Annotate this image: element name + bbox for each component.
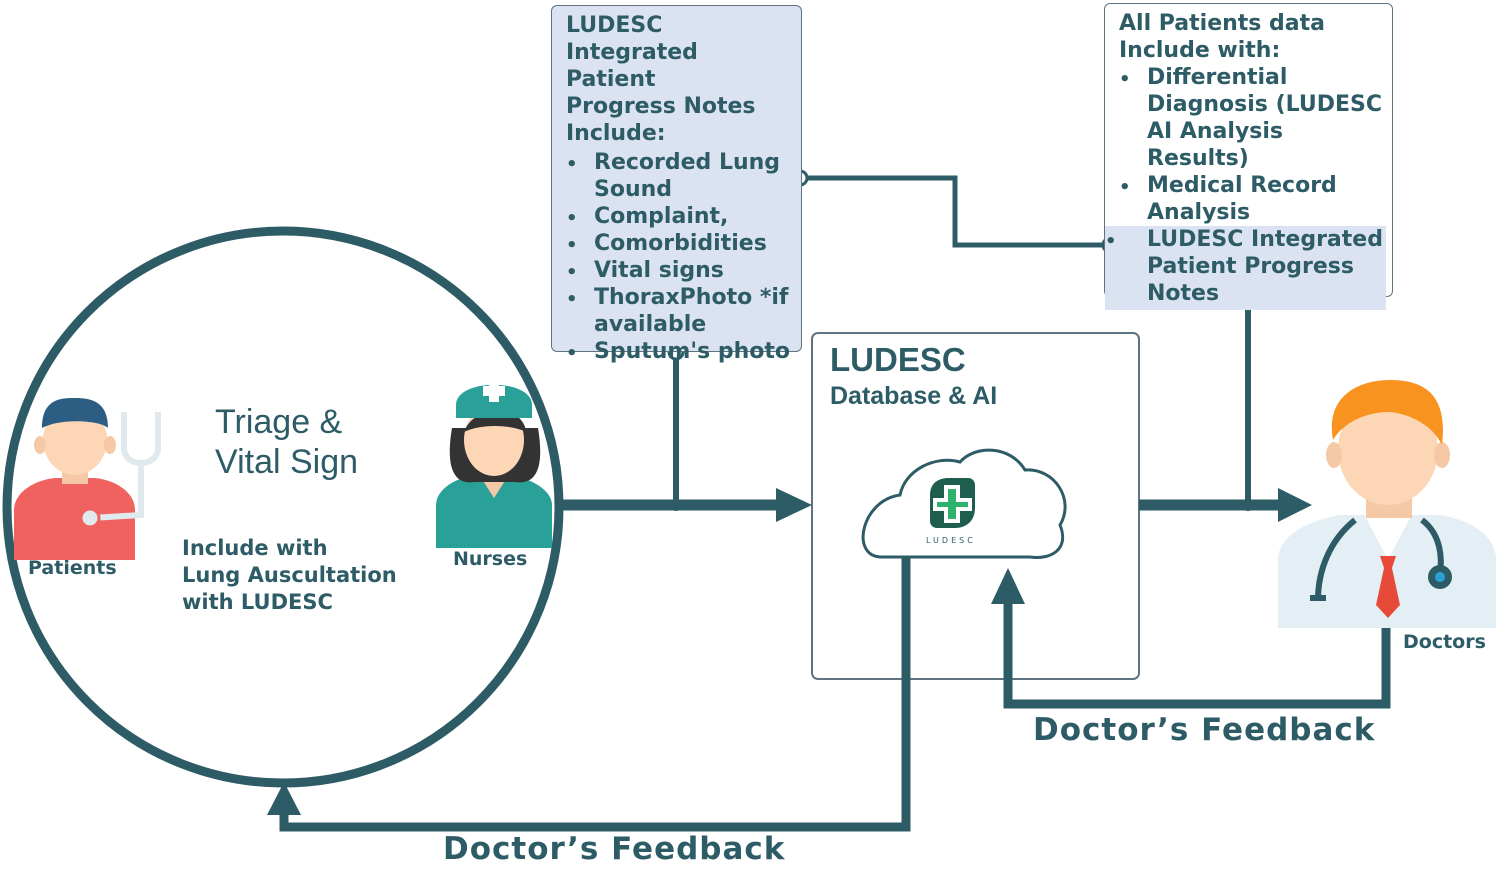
list-item: LUDESC Integrated Patient Progress Notes: [1105, 226, 1386, 310]
progress-notes-connector: [667, 343, 685, 511]
feedback-arrow-to-triage: [267, 550, 911, 832]
arrow-to-database: [562, 488, 812, 522]
patients-data-box: All Patients data Include with: Differen…: [1104, 3, 1393, 310]
feedback-label-bottom: Doctor’s Feedback: [443, 831, 786, 867]
patients-label: Patients: [28, 557, 117, 579]
list-item: Comorbidities: [566, 230, 791, 259]
feedback-label-top: Doctor’s Feedback: [1033, 712, 1376, 748]
doctors-label: Doctors: [1403, 631, 1486, 653]
ludesc-logo-icon: [930, 478, 975, 528]
triage-title-line2: Vital Sign: [215, 443, 359, 481]
patients-data-connector: [1239, 287, 1257, 511]
doctor-icon: [1278, 380, 1496, 628]
list-item: Sputum's photo: [566, 338, 791, 367]
list-item: Vital signs: [566, 257, 791, 286]
arrow-to-doctors: [1139, 488, 1312, 522]
list-item: Recorded Lung Sound: [566, 149, 791, 203]
logo-text: LUDESC: [926, 536, 976, 545]
cloud-icon: [861, 448, 1067, 560]
progress-notes-heading-4: Include:: [566, 121, 666, 146]
list-item: Differential Diagnosis (LUDESC AI Analys…: [1119, 64, 1382, 172]
triage-include-line3: with LUDESC: [182, 590, 333, 614]
patients-data-heading-1: All Patients data: [1119, 11, 1326, 36]
database-title: LUDESC: [830, 341, 966, 378]
nurse-icon: [436, 380, 552, 548]
triage-title-line1: Triage &: [215, 403, 343, 441]
nurses-label: Nurses: [453, 548, 528, 570]
triage-include-line1: Include with: [182, 536, 328, 560]
list-item: Medical Record Analysis: [1119, 172, 1382, 226]
progress-notes-heading-2: Integrated Patient: [566, 40, 698, 92]
patients-data-list: Differential Diagnosis (LUDESC AI Analys…: [1105, 64, 1386, 310]
list-item: ThoraxPhoto *if available: [566, 284, 791, 338]
patients-data-heading-2: Include with:: [1119, 38, 1281, 63]
feedback-arrow-to-database: [991, 568, 1391, 709]
highlighted-item-text: LUDESC Integrated Patient Progress Notes: [1147, 227, 1383, 306]
progress-notes-list: Recorded Lung Sound Complaint, Comorbidi…: [566, 149, 791, 367]
progress-notes-box: LUDESC Integrated Patient Progress Notes…: [551, 5, 802, 367]
triage-circle: [2, 226, 564, 788]
triage-include-line2: Lung Auscultation: [182, 563, 397, 587]
database-subtitle: Database & AI: [830, 382, 998, 410]
notes-link-connector: [791, 169, 1119, 254]
progress-notes-heading-1: LUDESC: [566, 13, 663, 38]
list-item: Complaint,: [566, 203, 791, 232]
patient-icon: [14, 398, 161, 560]
progress-notes-heading-3: Progress Notes: [566, 94, 756, 119]
